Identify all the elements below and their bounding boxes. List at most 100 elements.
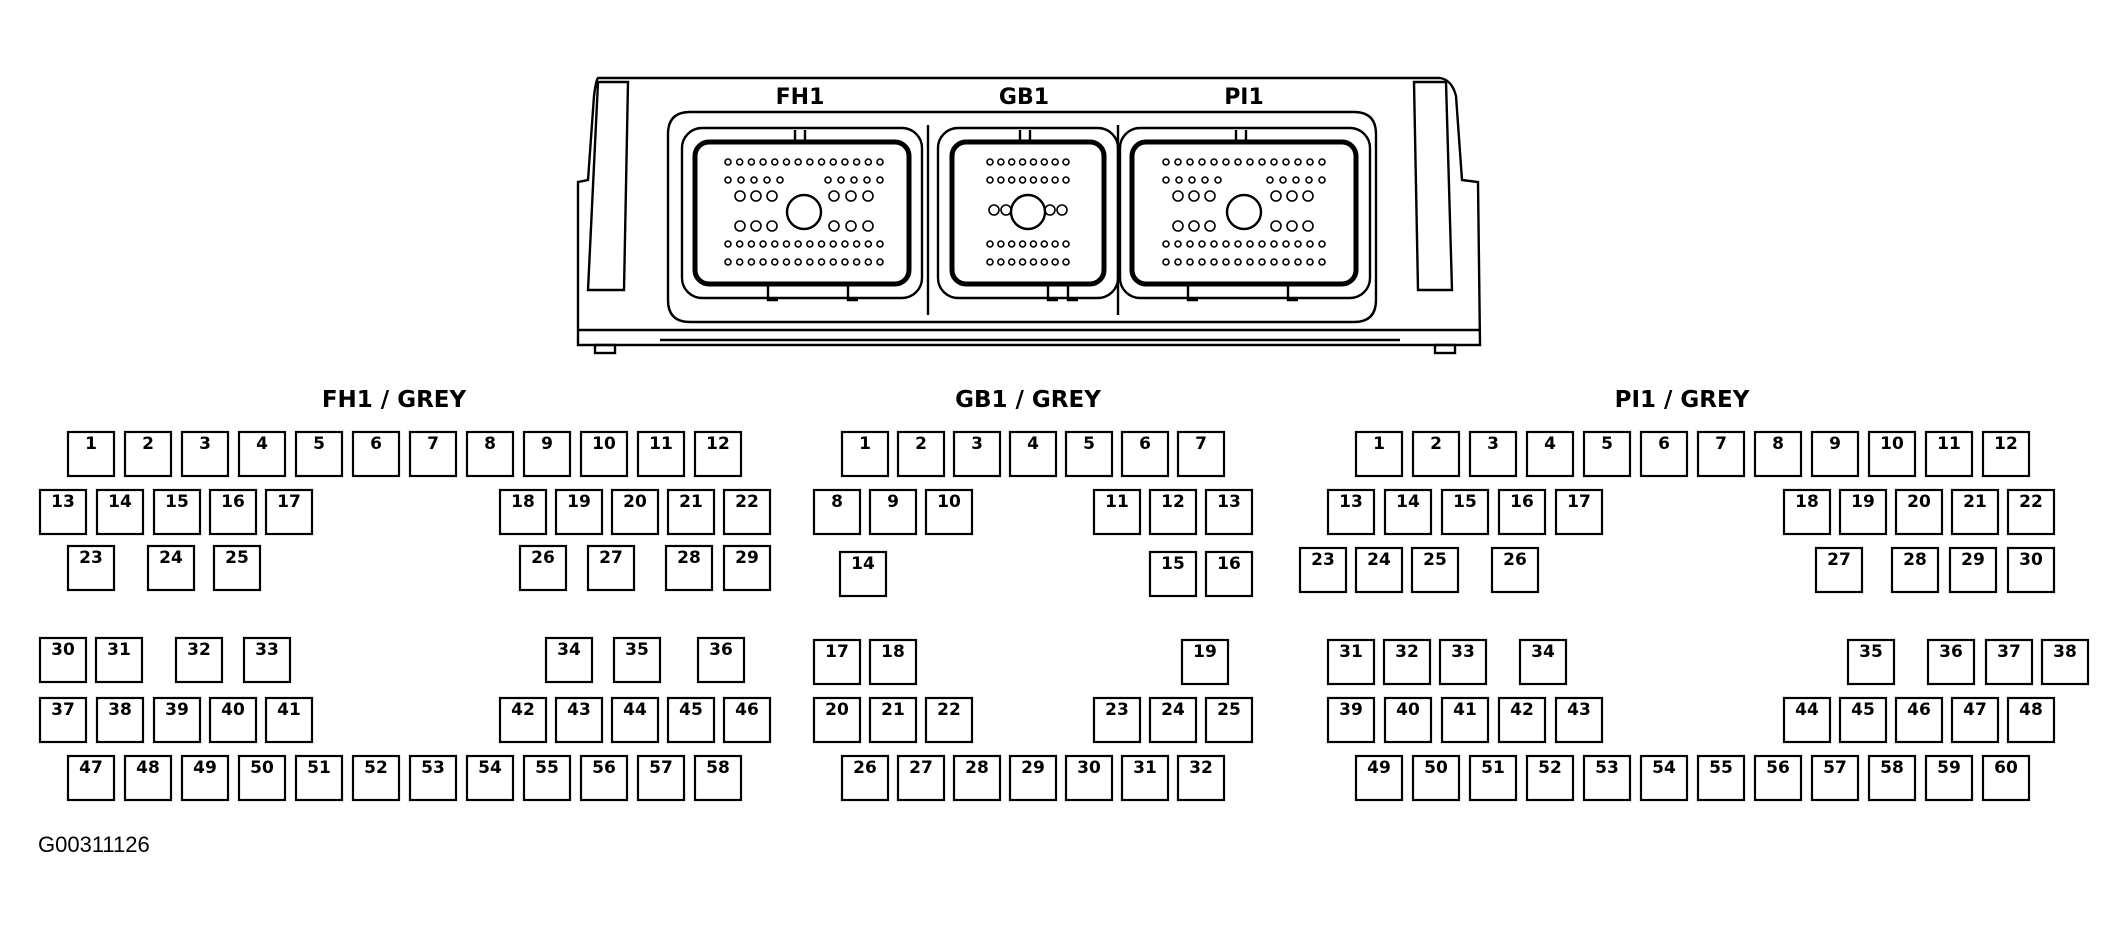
pin-number: 23 [1105,700,1129,720]
pin-hole [794,258,802,266]
pin-number: 8 [1772,434,1784,454]
pin-number: 5 [313,434,325,454]
fh1-pin-44: 44 [610,696,660,744]
pin-number: 46 [735,700,759,720]
gb1-pin-18: 18 [868,638,918,686]
pin-number: 28 [965,758,989,778]
pin-box [94,636,144,684]
pin-hole [824,176,832,184]
pi1-pin-3: 3 [1468,430,1518,478]
pin-box [294,430,344,478]
pin-number: 32 [1189,758,1213,778]
pin-box [66,430,116,478]
pin-hole [735,240,744,248]
pin-hole [1222,258,1230,266]
pin-number: 40 [1396,700,1420,720]
pin-box [1639,430,1689,478]
pin-number: 39 [1339,700,1363,720]
pin-number: 2 [915,434,927,454]
pin-number: 20 [1907,492,1931,512]
pin-number: 37 [51,700,75,720]
pin-hole [806,240,814,248]
pin-number: 32 [187,640,211,660]
pin-box [498,696,548,744]
pi1-pin-2: 2 [1411,430,1461,478]
pin-hole [1318,176,1326,184]
pin-number: 24 [1161,700,1185,720]
pin-number: 44 [1795,700,1819,720]
pin-hole [1210,158,1218,166]
gb1-pin-27: 27 [896,754,946,802]
fh1-pin-17: 17 [264,488,314,536]
pin-box [1926,638,1976,686]
pin-hole [735,158,744,166]
pin-box [610,696,660,744]
pin-hole [770,240,779,248]
fh1-pin-15: 15 [152,488,202,536]
pin-number: 7 [1195,434,1207,454]
pin-hole [1266,176,1274,184]
pi1-pin-34: 34 [1518,638,1568,686]
pin-hole [876,240,884,248]
pin-box [146,544,196,592]
pin-box [1438,638,1488,686]
pin-hole [997,158,1005,166]
pin-box [1753,430,1803,478]
pin-hole [1282,258,1290,266]
fh1-pin-50: 50 [237,754,287,802]
pin-hole [1270,240,1278,248]
pi1-pin-22: 22 [2006,488,2056,536]
gb1-pin-13: 13 [1204,488,1254,536]
pin-hole [1234,240,1242,248]
pi1-pin-32: 32 [1382,638,1432,686]
gb1-pin-1: 1 [840,430,890,478]
pin-box [1838,696,1888,744]
pin-number: 12 [1161,492,1185,512]
pin-hole [1062,158,1070,166]
pin-number: 39 [165,700,189,720]
fh1-pin-33: 33 [242,636,292,684]
pin-number: 22 [735,492,759,512]
pin-hole [1210,240,1218,248]
pin-number: 53 [1595,758,1619,778]
fh1-pin-13: 13 [38,488,88,536]
pin-number: 15 [165,492,189,512]
pin-box [498,488,548,536]
pi1-pin-45: 45 [1838,696,1888,744]
pin-hole [750,176,758,184]
pin-box [152,696,202,744]
pin-number: 41 [1453,700,1477,720]
pin-box [1950,696,2000,744]
pin-hole [1270,158,1278,166]
gb1-pin-30: 30 [1064,754,1114,802]
pin-number: 19 [1193,642,1217,662]
pin-number: 36 [1939,642,1963,662]
pin-box [693,430,743,478]
gb1-pin-8: 8 [812,488,862,536]
pin-number: 23 [1311,550,1335,570]
pin-hole [1270,258,1278,266]
pin-number: 38 [2053,642,2077,662]
pi1-pin-10: 10 [1867,430,1917,478]
pin-hole [747,258,756,266]
pin-box [840,430,890,478]
pin-box [1950,488,2000,536]
pin-box [1490,546,1540,594]
pin-number: 1 [85,434,97,454]
pin-number: 6 [370,434,382,454]
pin-box [465,754,515,802]
gb1-pin-5: 5 [1064,430,1114,478]
pin-hole [747,158,756,166]
pin-number: 50 [250,758,274,778]
pin-box [610,488,660,536]
pin-number: 11 [649,434,673,454]
gb1-pin-31: 31 [1120,754,1170,802]
pin-hole [841,158,849,166]
gb1-pin-20: 20 [812,696,862,744]
pi1-pin-30: 30 [2006,546,2056,594]
fh1-pin-8: 8 [465,430,515,478]
pin-hole [845,190,857,202]
pin-number: 52 [364,758,388,778]
pin-hole [1204,190,1216,202]
